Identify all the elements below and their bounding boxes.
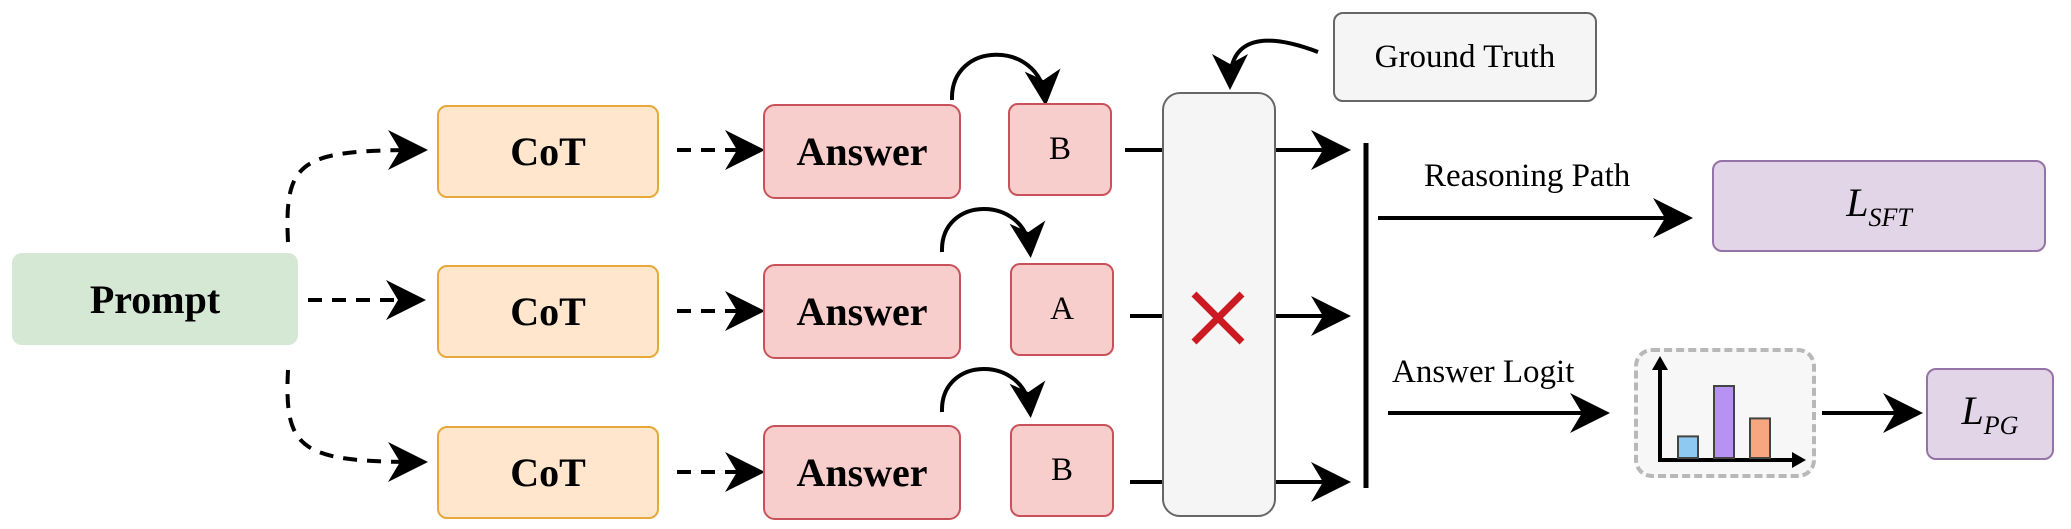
cot-label: CoT	[510, 129, 586, 174]
option-box-1: B	[1008, 103, 1112, 196]
answer-logit-label: Answer Logit	[1392, 354, 1575, 390]
option-label: B	[1050, 452, 1073, 488]
cot-node-3: CoT	[437, 426, 659, 519]
loss-pg-formula: LPG	[1962, 387, 2019, 441]
bar-chart-icon	[1652, 356, 1806, 468]
filter-column	[1162, 92, 1276, 517]
cot-node-1: CoT	[437, 105, 659, 198]
prompt-label: Prompt	[89, 276, 221, 322]
arrow-prompt-to-cot-1	[285, 130, 428, 243]
option-box-3: B	[1010, 424, 1114, 517]
answer-label: Answer	[796, 289, 928, 334]
ground-truth-label: Ground Truth	[1374, 38, 1556, 75]
option-label: B	[1048, 131, 1071, 167]
arrow-prompt-to-cot-3	[285, 369, 428, 482]
answer-node-2: Answer	[763, 264, 961, 359]
cross-icon	[1191, 291, 1245, 345]
option-box-2: A	[1010, 263, 1114, 356]
prompt-node: Prompt	[12, 253, 298, 345]
loss-sft-subscript: SFT	[1868, 203, 1912, 232]
chart-y-axis-arrow	[1652, 356, 1668, 370]
arrow-ground-truth-to-filter	[1212, 38, 1319, 90]
arrow-answer-to-option-3	[939, 367, 1046, 418]
logit-bar	[1749, 417, 1771, 459]
logit-bar	[1713, 385, 1735, 459]
ground-truth-box: Ground Truth	[1333, 12, 1597, 102]
loss-pg-box: LPG	[1926, 368, 2054, 460]
loss-sft-box: LSFT	[1712, 160, 2046, 252]
answer-node-1: Answer	[763, 104, 961, 199]
cot-label: CoT	[510, 289, 586, 334]
answer-label: Answer	[796, 450, 928, 495]
chart-bars	[1677, 385, 1771, 460]
loss-pg-subscript: PG	[1983, 411, 2019, 440]
loss-pg-symbol: L	[1961, 388, 1984, 433]
option-label: A	[1050, 291, 1074, 327]
loss-sft-formula: LSFT	[1846, 179, 1912, 233]
loss-sft-symbol: L	[1846, 180, 1869, 225]
cot-label: CoT	[510, 450, 586, 495]
cot-node-2: CoT	[437, 265, 659, 358]
answer-node-3: Answer	[763, 425, 961, 520]
logit-bar	[1677, 435, 1699, 460]
arrow-answer-to-option-1	[949, 52, 1061, 106]
answer-label: Answer	[796, 129, 928, 174]
arrow-answer-to-option-2	[939, 207, 1046, 258]
chart-x-axis-arrow	[1792, 452, 1806, 468]
reasoning-path-label: Reasoning Path	[1424, 158, 1631, 194]
logit-chart-frame	[1634, 348, 1816, 478]
